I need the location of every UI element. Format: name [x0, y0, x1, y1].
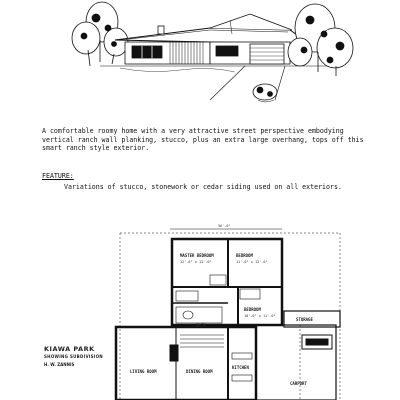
- room-labels: MASTER BEDROOM 12'-0" x 13'-0" BEDROOM 1…: [130, 224, 313, 386]
- subdivision-label: KIAWA PARK SHOWING SUBDIVISION H. W. ZAN…: [44, 345, 114, 367]
- room-label-living-room: LIVING ROOM: [130, 369, 157, 374]
- room-label-bedroom-1: BEDROOM: [236, 253, 253, 258]
- room-label-master-bedroom: MASTER BEDROOM: [180, 253, 214, 258]
- shrub-illustration: [252, 83, 278, 103]
- overall-dimension: 56'-0": [218, 224, 231, 228]
- right-tree-illustration: [287, 3, 354, 76]
- room-label-dining-room: DINING ROOM: [186, 369, 213, 374]
- left-tree-illustration: [71, 1, 129, 67]
- subdivision-subtitle: SHOWING SUBDIVISION: [44, 354, 103, 359]
- room-dim-master-bedroom: 12'-0" x 13'-0": [180, 260, 212, 264]
- description-text: A comfortable roomy home with a very att…: [42, 127, 364, 153]
- subdivision-builder: H. W. ZANNIS: [44, 362, 75, 367]
- feature-text: Variations of stucco, stonework or cedar…: [64, 183, 342, 191]
- room-label-bedroom-2: BEDROOM: [244, 307, 261, 312]
- room-dim-bedroom-1: 11'-0" x 12'-0": [236, 260, 268, 264]
- room-label-kitchen: KITCHEN: [232, 365, 249, 370]
- house-exterior-sketch: [71, 1, 354, 103]
- floor-plan: MASTER BEDROOM 12'-0" x 13'-0" BEDROOM 1…: [114, 224, 341, 400]
- room-label-bath: BATH: [196, 323, 206, 328]
- subdivision-name: KIAWA PARK: [44, 345, 95, 353]
- room-dim-bedroom-2: 10'-0" x 11'-0": [244, 314, 276, 318]
- feature-heading: FEATURE:: [42, 172, 74, 180]
- room-label-carport: CARPORT: [290, 381, 307, 386]
- room-label-storage: STORAGE: [296, 317, 313, 322]
